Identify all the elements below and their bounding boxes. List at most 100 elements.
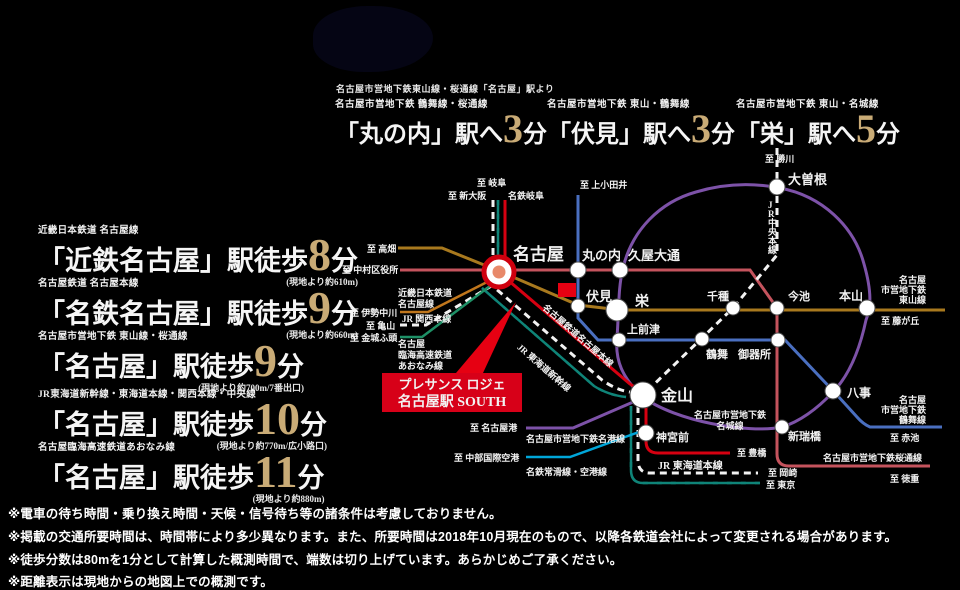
line-jr-chuo bbox=[641, 148, 779, 397]
station-ozone-label: 大曽根 bbox=[788, 172, 828, 187]
minutes-value: 9 bbox=[308, 282, 331, 333]
line-meiko bbox=[526, 397, 641, 430]
station-name: 「名古屋」 bbox=[38, 410, 173, 440]
access-time: 「丸の内」駅へ3分 bbox=[335, 109, 547, 149]
walk-line-label: 近畿日本鉄道 名古屋線 bbox=[38, 226, 139, 236]
minutes-value: 3 bbox=[691, 106, 711, 151]
station-name: 「栄」 bbox=[736, 122, 808, 148]
unit: 分 bbox=[711, 122, 735, 148]
station-chikusa-label: 千種 bbox=[707, 289, 729, 303]
walk-line-label: 名古屋臨海高速鉄道あおなみ線 bbox=[38, 443, 176, 453]
line-aonami bbox=[400, 282, 495, 339]
station-motoyama-label: 本山 bbox=[839, 288, 863, 303]
unit: 分 bbox=[300, 410, 327, 440]
meijo-line-label-2: 名城線 bbox=[716, 420, 743, 431]
higashiyama-line-label-1: 名古屋 bbox=[899, 274, 926, 285]
to-shinosaka-label: 至 新大阪 bbox=[448, 190, 487, 201]
walk-item-subway-nagoya: 名古屋市営地下鉄 東山線・桜通線 「名古屋」駅徒歩9分 (現地より約700m/7… bbox=[38, 328, 304, 394]
access-item-marunouchi: 名古屋市営地下鉄 鶴舞線・桜通線 「丸の内」駅へ3分 bbox=[335, 96, 547, 149]
suffix: 駅徒歩 bbox=[173, 352, 254, 382]
station-aratamabashi-label: 新瑞橋 bbox=[788, 429, 822, 443]
walk-item-aonami-nagoya: 名古屋臨海高速鉄道あおなみ線 「名古屋」駅徒歩11分 (現地より約880m) bbox=[38, 439, 324, 505]
unit: 分 bbox=[876, 122, 900, 148]
access-time: 「伏見」駅へ3分 bbox=[547, 109, 735, 149]
station-yagoto-circle bbox=[824, 382, 842, 400]
station-yagoto-label: 八事 bbox=[846, 385, 871, 400]
disclaimer-2: ※掲載の交通所要時間は、時間帯により多少異なります。また、所要時間は2018年1… bbox=[8, 530, 898, 544]
to-akaike-label: 至 赤池 bbox=[890, 432, 919, 443]
kintetsu-line-label-2: 名古屋線 bbox=[398, 298, 434, 309]
to-toyohashi-label: 至 豊橋 bbox=[737, 447, 767, 458]
tokoname-line-label: 名鉄常滑線・空港線 bbox=[526, 466, 607, 477]
disclaimer-3: ※徒歩分数は80mを1分として計算した概測時間で、端数は切り上げています。あらか… bbox=[8, 553, 623, 567]
station-name: 「近鉄名古屋」 bbox=[38, 246, 227, 276]
access-item-fushimi: 名古屋市営地下鉄 東山・鶴舞線 「伏見」駅へ3分 bbox=[547, 96, 735, 149]
unit: 分 bbox=[297, 463, 325, 493]
station-hisayaodori-circle bbox=[611, 261, 629, 279]
route-map: 名古屋 丸の内 久屋大通 伏見 栄 上前津 千種 今池 本山 大曽根 金山 鶴舞… bbox=[342, 148, 945, 490]
minutes-value: 8 bbox=[308, 229, 331, 280]
line-higashiyama bbox=[398, 246, 945, 312]
station-fushimi-circle bbox=[570, 298, 586, 314]
walk-time: 「名古屋」駅徒歩10分 bbox=[38, 396, 327, 442]
walk-distance: (現地より約610m) bbox=[286, 277, 358, 287]
line-tokoname bbox=[526, 430, 640, 459]
station-marunouchi-label: 丸の内 bbox=[581, 248, 621, 263]
station-name: 「名古屋」 bbox=[38, 352, 173, 382]
higashiyama-line-label-3: 東山線 bbox=[899, 294, 926, 305]
jr-tokaido-line-label: JR 東海道本線 bbox=[658, 459, 723, 472]
station-ozone-circle bbox=[768, 178, 786, 196]
property-banner bbox=[382, 373, 522, 412]
tsurumai-line-label-1: 名古屋 bbox=[899, 394, 926, 405]
to-fujigaoka-label: 至 藤が丘 bbox=[881, 315, 919, 326]
walk-item-meitetsu-nagoya: 名古屋鉄道 名古屋本線 「名鉄名古屋」駅徒歩9分 (現地より約660m) bbox=[38, 275, 358, 341]
walk-time: 「近鉄名古屋」駅徒歩8分 bbox=[38, 232, 358, 278]
to-kachigawa-label: 至 勝川 bbox=[765, 153, 794, 164]
station-motoyama-circle bbox=[858, 299, 876, 317]
walk-distance: (現地より約770m/広小路口) bbox=[216, 441, 327, 451]
property-name-line2: 名古屋駅 SOUTH bbox=[398, 393, 507, 410]
station-nagoya-label: 名古屋 bbox=[513, 244, 564, 264]
to-gifu-label: 至 岐阜 bbox=[477, 177, 506, 188]
suffix: 駅へ bbox=[455, 122, 503, 148]
to-kameyama-label: 至 亀山 bbox=[366, 320, 395, 331]
station-kanayama-label: 金山 bbox=[660, 386, 693, 405]
line-kintetsu bbox=[400, 278, 492, 314]
station-aratamabashi-circle bbox=[774, 419, 790, 435]
to-okazaki-label: 至 岡崎 bbox=[768, 467, 797, 478]
station-kamimaezu-label: 上前津 bbox=[627, 322, 660, 336]
jr-kansai-line-label: JR 関西本線 bbox=[402, 313, 451, 324]
station-sakae-label: 栄 bbox=[634, 293, 650, 310]
aonami-line-label-3: あおなみ線 bbox=[398, 360, 443, 371]
suffix: 駅徒歩 bbox=[173, 410, 254, 440]
property-name-line1: プレサンス ロジェ bbox=[399, 377, 506, 392]
walk-distance: (現地より約700m/7番出口) bbox=[198, 383, 304, 393]
minutes-value: 9 bbox=[254, 335, 277, 386]
line-shinkansen-diag bbox=[487, 280, 631, 394]
line-jr-tokaido-diag bbox=[481, 287, 627, 399]
line-meijo-loop bbox=[615, 183, 872, 431]
access-line-label: 名古屋市営地下鉄 東山・鶴舞線 bbox=[547, 100, 690, 110]
station-kamimaezu-circle bbox=[611, 332, 627, 348]
suffix: 駅へ bbox=[643, 122, 691, 148]
to-tokushige-label: 至 徳重 bbox=[890, 473, 919, 484]
unit: 分 bbox=[331, 299, 358, 329]
station-imaike-circle bbox=[769, 300, 785, 316]
station-gokiso-circle bbox=[770, 332, 786, 348]
station-tsurumai-label: 鶴舞 bbox=[706, 347, 728, 361]
disclaimer-4: ※距離表示は現地からの地図上での概測です。 bbox=[8, 575, 274, 589]
station-name: 「名古屋」 bbox=[38, 463, 173, 493]
meiko-line-label: 名古屋市営地下鉄名港線 bbox=[526, 433, 625, 444]
access-time: 「栄」駅へ5分 bbox=[736, 109, 900, 149]
walk-distance: (現地より約880m) bbox=[252, 494, 325, 504]
minutes-value: 10 bbox=[254, 393, 300, 444]
minutes-value: 5 bbox=[856, 106, 876, 151]
suffix: 駅徒歩 bbox=[227, 246, 308, 276]
walk-time: 「名鉄名古屋」駅徒歩9分 bbox=[38, 285, 358, 331]
walk-distance: (現地より約660m) bbox=[286, 330, 358, 340]
suffix: 駅へ bbox=[808, 122, 856, 148]
suffix: 駅徒歩 bbox=[173, 463, 254, 493]
higashiyama-line-label-2: 市営地下鉄 bbox=[881, 284, 927, 295]
access-line-label: 名古屋市営地下鉄 東山・名城線 bbox=[736, 100, 879, 110]
